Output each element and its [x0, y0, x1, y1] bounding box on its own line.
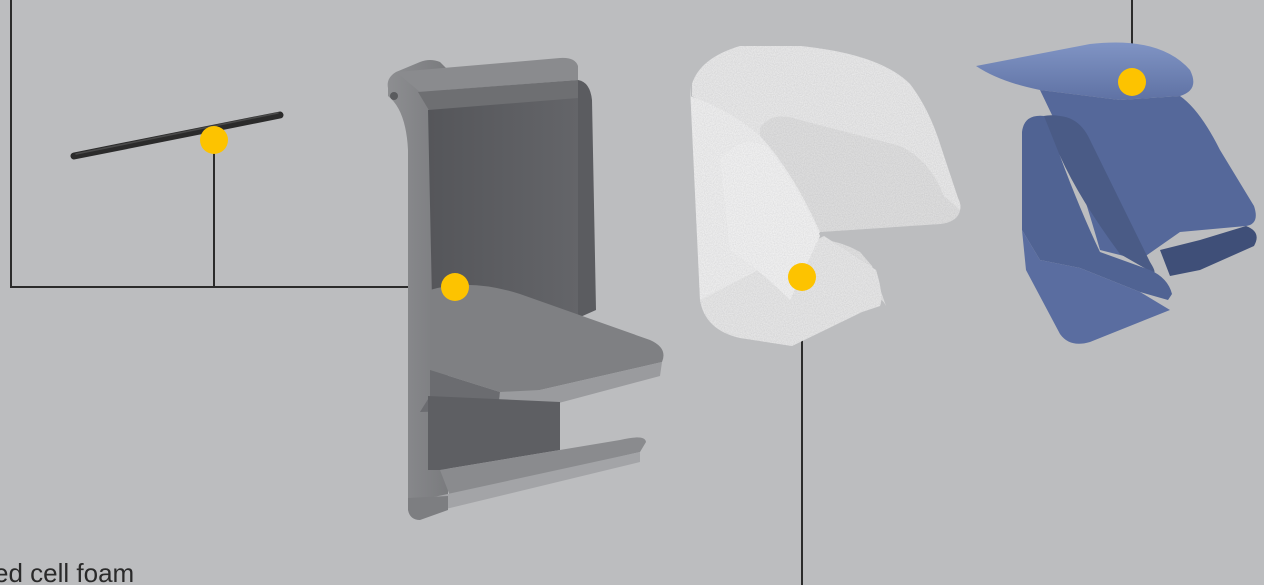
marker-clip: [1118, 68, 1146, 96]
grey-bracket-part: [387, 57, 664, 520]
white-foam-part: [690, 46, 961, 346]
blue-clip-part: [976, 42, 1257, 344]
leader-line-bracket: [10, 0, 455, 288]
part-caption: ed cell foam: [0, 558, 135, 585]
marker-bracket: [441, 273, 469, 301]
marker-foam: [788, 263, 816, 291]
marker-rod: [200, 126, 228, 154]
markers: [200, 68, 1146, 301]
rod-part: [70, 111, 284, 160]
